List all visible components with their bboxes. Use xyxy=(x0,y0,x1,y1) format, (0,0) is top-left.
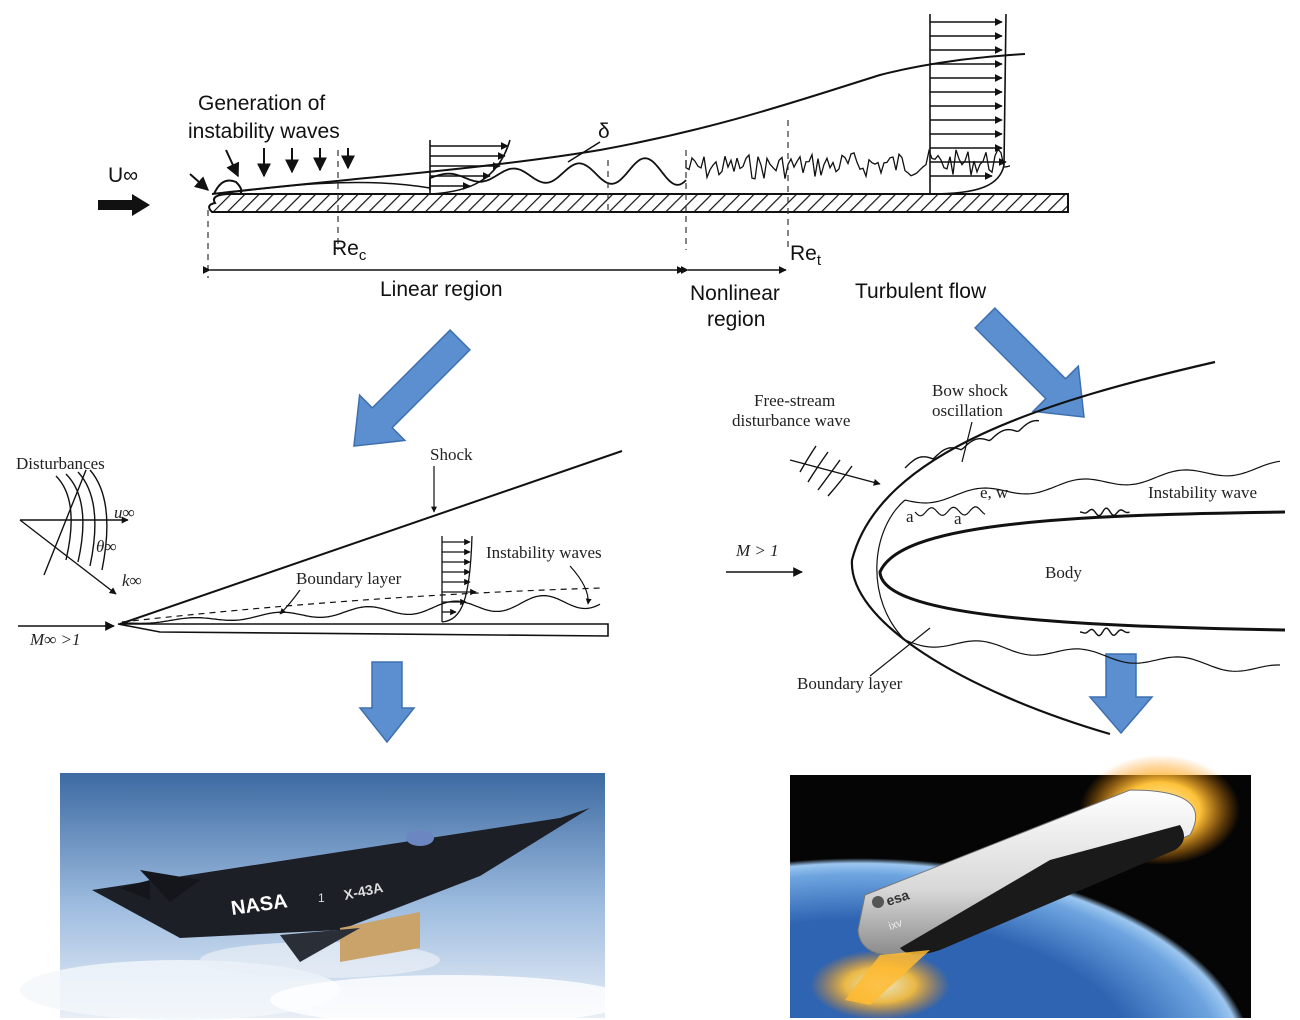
a-label-1: a xyxy=(906,507,914,526)
ixv-id-text: ixv xyxy=(887,917,904,933)
boundary-layer-lower xyxy=(904,639,1280,672)
mach-label-left: M∞ >1 xyxy=(29,630,81,649)
free-stream-label-2: disturbance wave xyxy=(732,411,850,430)
bl-leader-right xyxy=(869,627,931,677)
wave-packet-upper xyxy=(1079,507,1130,517)
velocity-profile-laminar xyxy=(429,139,511,195)
boundary-layer-dashed xyxy=(121,587,603,623)
boundary-layer-label-right: Boundary layer xyxy=(797,674,903,693)
mach-label-right: M > 1 xyxy=(735,541,779,560)
wave-vectors xyxy=(19,469,129,595)
generation-arrows xyxy=(189,148,355,191)
body-label: Body xyxy=(1045,563,1082,582)
shock-label: Shock xyxy=(430,445,473,464)
right-blunt-body-diagram: Free-stream disturbance wave Bow shock o… xyxy=(726,360,1286,736)
iw-leader xyxy=(569,565,592,605)
instability-waves-linear xyxy=(429,157,687,190)
boundary-layer-upper xyxy=(904,460,1281,504)
blunt-body xyxy=(878,510,1286,632)
nonlinear-label-2: region xyxy=(707,308,765,331)
instability-waves-label: Instability waves xyxy=(486,543,602,562)
bl-nose xyxy=(876,499,906,641)
velocity-profile-left xyxy=(441,535,477,623)
x43a-mark-text: 1 xyxy=(318,891,325,905)
blue-arrow-down-right xyxy=(1088,653,1154,735)
theta-inf-label: θ∞ xyxy=(96,537,116,556)
turbulent-flow-label: Turbulent flow xyxy=(855,280,987,303)
top-transition-diagram: U∞ Generation of instability waves δ xyxy=(98,13,1069,331)
blue-arrow-to-right xyxy=(974,307,1085,418)
bow-shock-label-1: Bow shock xyxy=(932,381,1009,400)
x43a-photo: NASA X-43A 1 xyxy=(20,773,630,1020)
velocity-profile-turbulent xyxy=(929,13,1007,195)
rec-label: Rec xyxy=(332,237,367,264)
esa-logo-text: esa xyxy=(884,886,911,909)
shock-line xyxy=(119,450,623,625)
ixv-photo: esa ixv xyxy=(790,755,1251,1020)
freestream-arrow xyxy=(98,194,150,216)
linear-region-label: Linear region xyxy=(380,278,503,301)
wedge-plate xyxy=(117,623,609,637)
generation-label-1: Generation of xyxy=(198,92,325,115)
flat-plate xyxy=(208,193,1069,213)
wave-packet-lower xyxy=(1079,627,1130,637)
freestream-label: U∞ xyxy=(108,164,138,187)
instability-wave-label: Instability wave xyxy=(1148,483,1257,502)
nose-wave-packet xyxy=(914,506,986,517)
a-label-2: a xyxy=(954,509,962,528)
shock-oscillation xyxy=(904,419,1040,469)
instability-waves-left xyxy=(123,594,601,625)
blue-arrow-down-left xyxy=(358,661,416,744)
k-inf-label: k∞ xyxy=(122,571,142,590)
bow-shock-leader xyxy=(961,421,973,463)
nonlinear-label-1: Nonlinear xyxy=(690,282,780,305)
free-stream-disturbance xyxy=(789,445,881,497)
boundary-layer-label-left: Boundary layer xyxy=(296,569,402,588)
bl-leader-left xyxy=(279,589,301,615)
u-inf-label: u∞ xyxy=(114,503,135,522)
bow-shock xyxy=(850,360,1216,736)
free-stream-label-1: Free-stream xyxy=(754,391,835,410)
bow-shock-label-2: oscillation xyxy=(932,401,1003,420)
ret-label: Ret xyxy=(790,242,822,269)
delta-label: δ xyxy=(598,120,610,143)
ew-label: e, w xyxy=(980,483,1009,502)
delta-leader xyxy=(567,141,601,163)
generation-label-2: instability waves xyxy=(188,120,340,143)
blue-arrow-to-left xyxy=(353,329,471,447)
turbulent-signal xyxy=(685,148,1011,180)
disturbances-label: Disturbances xyxy=(16,454,105,473)
inner-bl-curve xyxy=(217,181,431,195)
left-wedge-diagram: Disturbances u∞ θ∞ k∞ Shock Boundary lay… xyxy=(16,445,623,649)
